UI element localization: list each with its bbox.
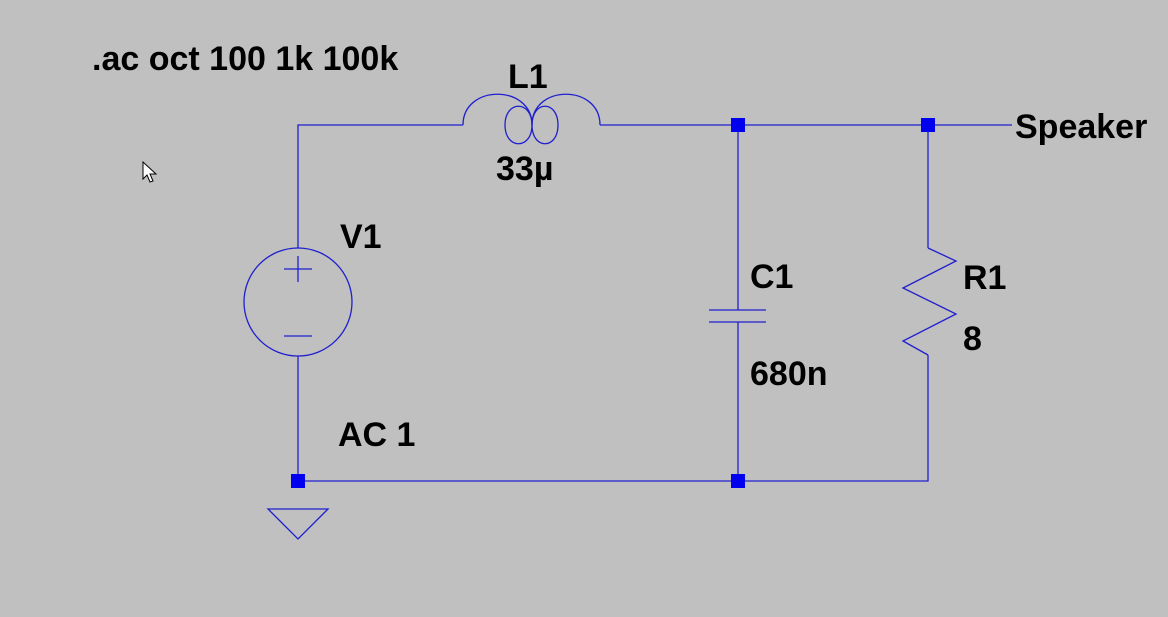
capacitor-value: 680n xyxy=(750,355,828,393)
source-circle xyxy=(243,247,353,357)
wire-left-top xyxy=(297,124,463,248)
mouse-cursor-icon xyxy=(142,160,158,183)
node-top-cap[interactable] xyxy=(731,118,745,132)
voltage-source-v1[interactable]: V1 AC 1 xyxy=(243,218,415,454)
inductor-name: L1 xyxy=(508,58,548,96)
resistor-value: 8 xyxy=(963,320,982,358)
wire-bottom-right xyxy=(738,355,929,482)
resistor-name: R1 xyxy=(963,259,1006,297)
inductor-loop-left xyxy=(504,105,533,145)
inductor-loop-right xyxy=(531,105,559,145)
node-top-res[interactable] xyxy=(921,118,935,132)
resistor-zigzag xyxy=(901,247,958,356)
capacitor-name: C1 xyxy=(750,258,793,296)
ground-icon[interactable] xyxy=(266,508,330,540)
wires xyxy=(297,124,1012,482)
source-name: V1 xyxy=(340,218,382,256)
junction-nodes xyxy=(291,118,935,488)
inductor-l1[interactable]: L1 33µ xyxy=(462,58,601,188)
source-value: AC 1 xyxy=(338,416,415,454)
net-label-speaker[interactable]: Speaker xyxy=(1015,108,1147,146)
resistor-r1[interactable]: R1 8 xyxy=(901,247,1006,358)
node-ground[interactable] xyxy=(291,474,305,488)
inductor-value: 33µ xyxy=(496,150,553,188)
capacitor-c1[interactable]: C1 680n xyxy=(709,258,828,393)
spice-directive[interactable]: .ac oct 100 1k 100k xyxy=(92,40,398,78)
node-bottom-cap[interactable] xyxy=(731,474,745,488)
